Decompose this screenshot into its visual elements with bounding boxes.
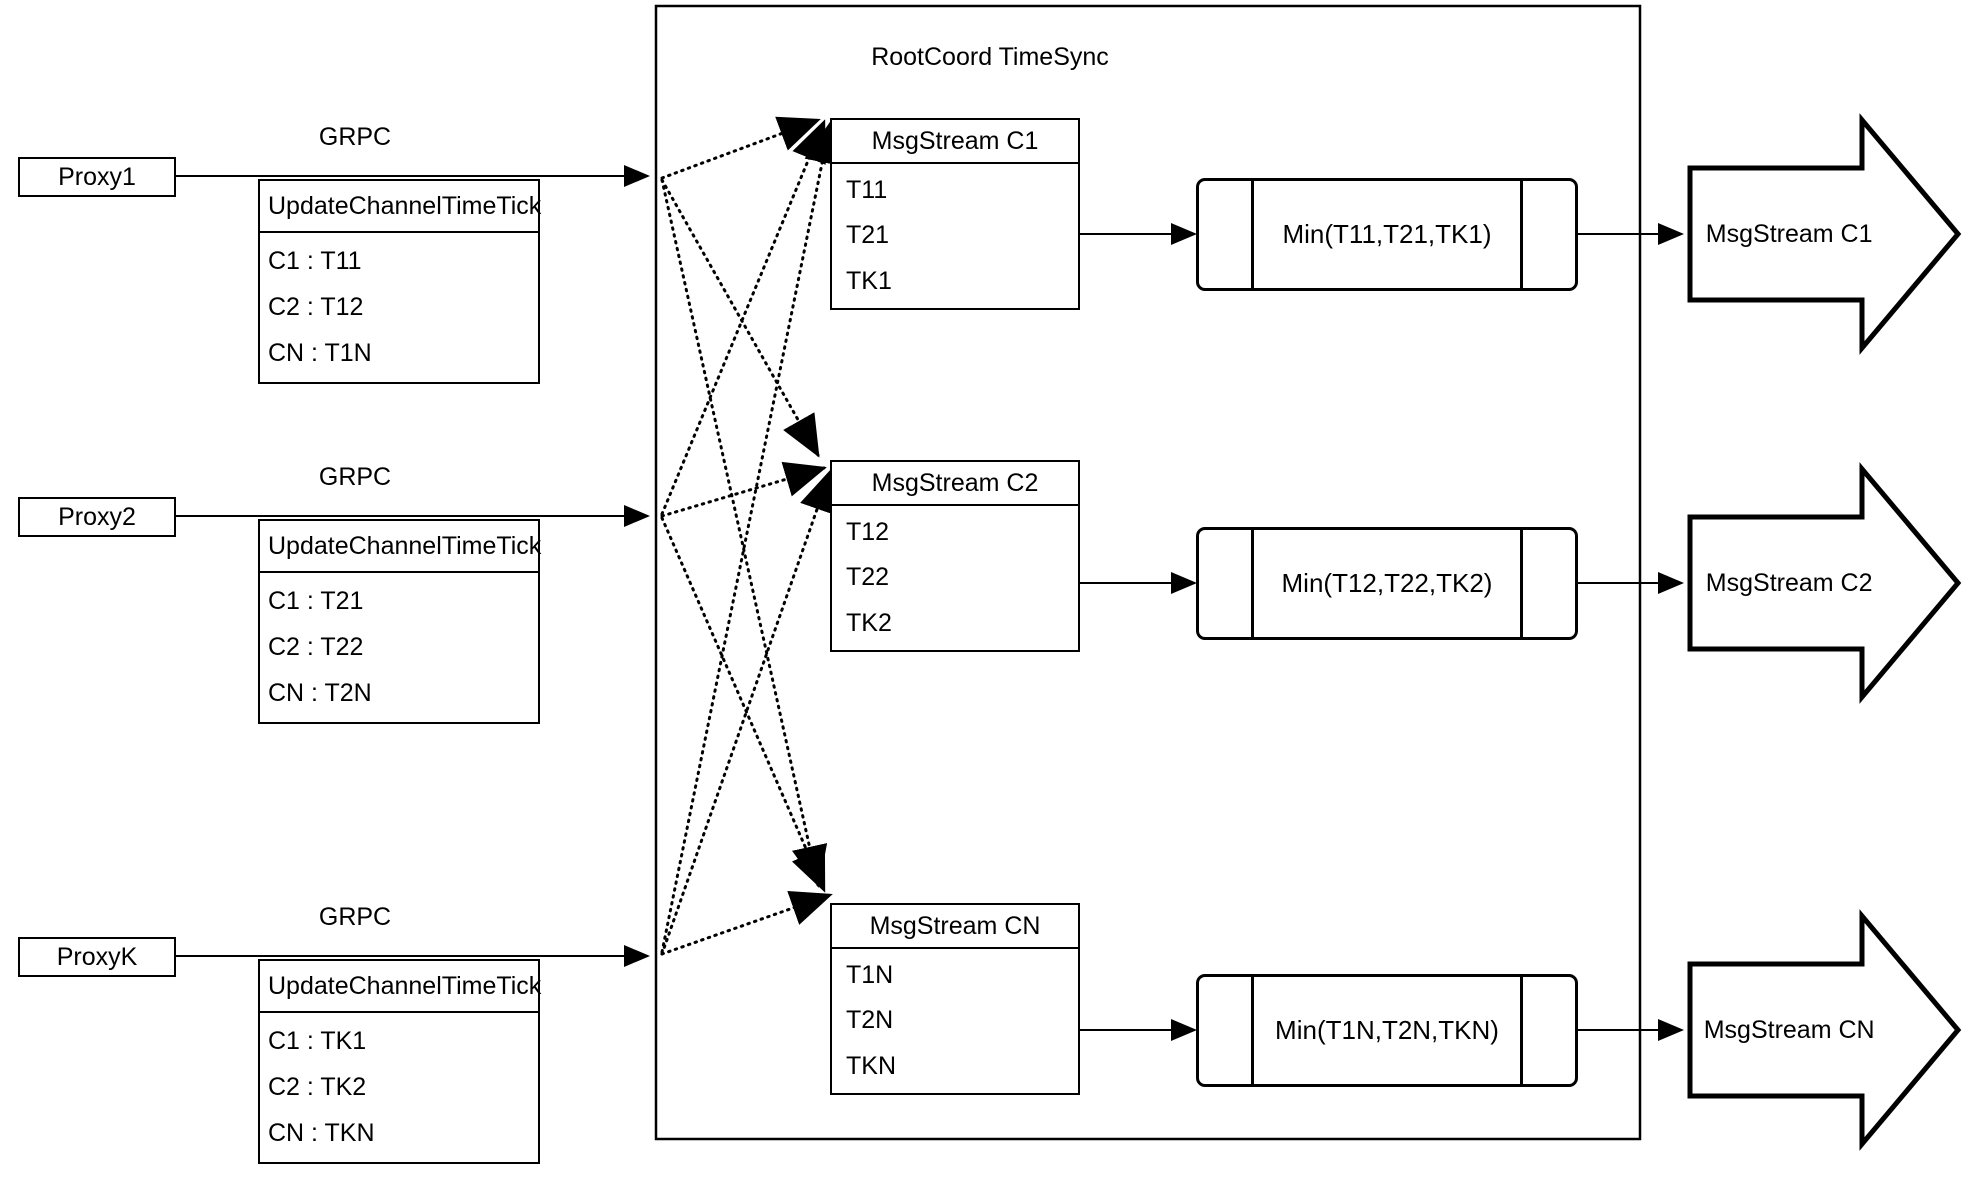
output-arrow-2: MsgStream C2 (1690, 517, 1958, 649)
msgstream-tick: TK1 (846, 266, 892, 295)
proxy-table-title-2: UpdateChannelTimeTick (260, 521, 541, 573)
proxy-table-row: C2 : T12 (268, 292, 364, 321)
proxy-table-row: CN : T1N (268, 338, 372, 367)
msgstream-tick: TK2 (846, 608, 892, 637)
proxy-node-3[interactable]: ProxyK (18, 937, 176, 977)
output-arrow-1: MsgStream C1 (1690, 168, 1958, 300)
proxy-table-row: CN : T2N (268, 678, 372, 707)
msgstream-tick: T11 (846, 176, 888, 205)
output-arrow-3: MsgStream CN (1690, 964, 1958, 1096)
msgstream-tick: T12 (846, 518, 890, 547)
msgstream-tick: T1N (846, 961, 894, 990)
msgstream-table-2: MsgStream C2 T12 T22 TK2 (830, 460, 1080, 652)
dotted-link-p1-c1 (660, 116, 821, 180)
dotted-link-p2-c2 (660, 461, 827, 518)
proxy-label-1: Proxy1 (58, 162, 136, 191)
msgstream-tick: T21 (846, 221, 890, 250)
msgstream-tick: TKN (846, 1051, 896, 1080)
msgstream-title-2: MsgStream C2 (832, 462, 1078, 506)
proxy-table-row: C2 : T22 (268, 632, 364, 661)
proxy-node-1[interactable]: Proxy1 (18, 157, 176, 197)
output-label-1: MsgStream C1 (1705, 219, 1873, 248)
min-label-2: Min(T12,T22,TK2) (1281, 568, 1493, 598)
process-bar-left (1251, 530, 1254, 637)
msgstream-tick: T2N (846, 1006, 894, 1035)
min-node-1: Min(T11,T21,TK1) (1196, 178, 1578, 291)
grpc-label-1: GRPC (318, 123, 392, 151)
proxy-label-3: ProxyK (56, 942, 138, 971)
output-label-3: MsgStream CN (1703, 1015, 1875, 1044)
msgstream-title-3: MsgStream CN (832, 905, 1078, 949)
msgstream-table-1: MsgStream C1 T11 T21 TK1 (830, 118, 1080, 310)
process-bar-right (1520, 530, 1523, 637)
min-label-3: Min(T1N,T2N,TKN) (1275, 1015, 1499, 1045)
min-node-2: Min(T12,T22,TK2) (1196, 527, 1578, 640)
dotted-link-pk-c1 (660, 121, 840, 954)
proxy-table-row: CN : TKN (268, 1118, 375, 1147)
dotted-link-pk-c2 (660, 469, 835, 956)
process-bar-left (1251, 181, 1254, 288)
min-node-3: Min(T1N,T2N,TKN) (1196, 974, 1578, 1087)
proxy-table-title-1: UpdateChannelTimeTick (260, 181, 541, 233)
msgstream-tick: T22 (846, 563, 890, 592)
proxy-table-row: C1 : T21 (268, 587, 364, 616)
process-bar-right (1520, 181, 1523, 288)
output-label-2: MsgStream C2 (1705, 568, 1873, 597)
proxy-table-1: UpdateChannelTimeTick C1 : T11 C2 : T12 … (258, 179, 541, 384)
process-bar-left (1251, 977, 1254, 1084)
rootcoord-title: RootCoord TimeSync (871, 43, 1109, 71)
process-bar-right (1520, 977, 1523, 1084)
proxy-label-2: Proxy2 (58, 502, 136, 531)
proxy-table-row: C2 : TK2 (268, 1072, 367, 1101)
proxy-table-title-3: UpdateChannelTimeTick (260, 961, 541, 1013)
dotted-link-p1-c2 (660, 178, 820, 458)
min-label-1: Min(T11,T21,TK1) (1282, 219, 1492, 249)
dotted-link-p2-cn (660, 516, 826, 893)
proxy-table-row: C1 : T11 (268, 247, 362, 276)
dotted-link-pk-cn (660, 890, 833, 956)
msgstream-table-3: MsgStream CN T1N T2N TKN (830, 903, 1080, 1095)
grpc-label-3: GRPC (318, 903, 392, 931)
msgstream-title-1: MsgStream C1 (832, 120, 1078, 164)
grpc-label-2: GRPC (318, 463, 392, 491)
proxy-table-row: C1 : TK1 (268, 1027, 367, 1056)
proxy-node-2[interactable]: Proxy2 (18, 497, 176, 537)
proxy-table-2: UpdateChannelTimeTick C1 : T21 C2 : T22 … (258, 519, 541, 724)
proxy-table-3: UpdateChannelTimeTick C1 : TK1 C2 : TK2 … (258, 959, 541, 1164)
dotted-link-p2-c1 (660, 119, 826, 516)
dotted-link-p1-cn (660, 178, 828, 888)
